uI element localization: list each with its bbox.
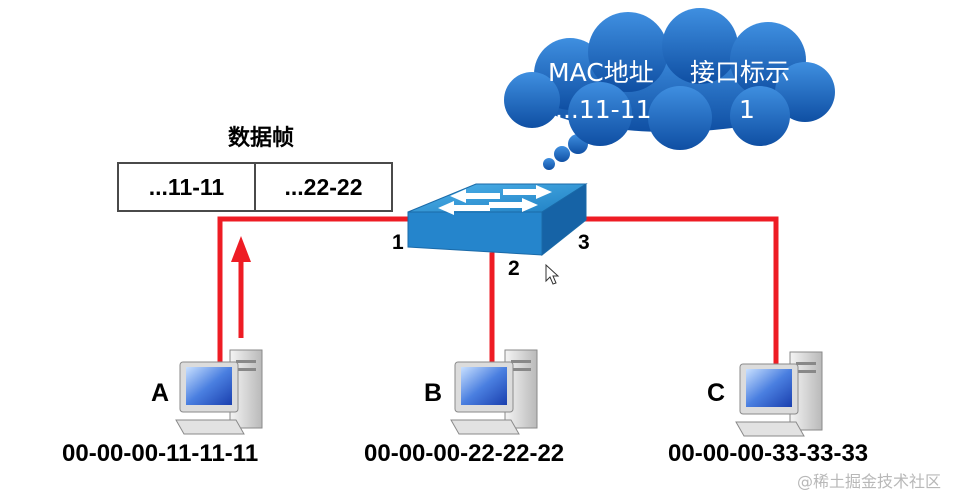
- host-c-mac: 00-00-00-33-33-33: [668, 440, 869, 467]
- mac-table-mac-header: MAC地址: [548, 58, 654, 87]
- mouse-cursor-icon: [545, 263, 560, 285]
- host-a-mac: 00-00-00-11-11-11: [62, 440, 259, 467]
- port-1-label: 1: [392, 231, 404, 254]
- mac-table-cloud: [504, 8, 835, 170]
- network-links: [217, 216, 779, 365]
- host-b-computer-icon: [450, 349, 538, 435]
- switch-icon: [407, 183, 588, 257]
- host-a-label: A: [151, 379, 170, 407]
- host-c-computer-icon: [735, 351, 823, 437]
- mac-table-row-mac: ...11-11: [555, 95, 652, 124]
- mac-table-port-header: 接口标示: [690, 58, 791, 87]
- host-b-mac: 00-00-00-22-22-22: [364, 440, 565, 467]
- frame-destination-mac: ...11-11: [148, 173, 225, 200]
- data-frame: ...11-11 ...22-22: [117, 162, 393, 212]
- host-c-label: C: [707, 379, 726, 407]
- watermark: @稀土掘金技术社区: [796, 472, 941, 491]
- frame-source-mac: ...22-22: [254, 164, 391, 210]
- host-b-label: B: [424, 379, 443, 407]
- host-a-computer-icon: [175, 349, 263, 435]
- port-2-label: 2: [508, 257, 520, 280]
- frame-title: 数据帧: [228, 126, 295, 151]
- link-c-to-port-3: [567, 216, 779, 365]
- mac-table-row-port: 1: [739, 95, 755, 124]
- port-3-label: 3: [578, 231, 590, 254]
- link-a-to-port-1: [217, 216, 413, 363]
- frame-direction-arrow-icon: [231, 236, 251, 338]
